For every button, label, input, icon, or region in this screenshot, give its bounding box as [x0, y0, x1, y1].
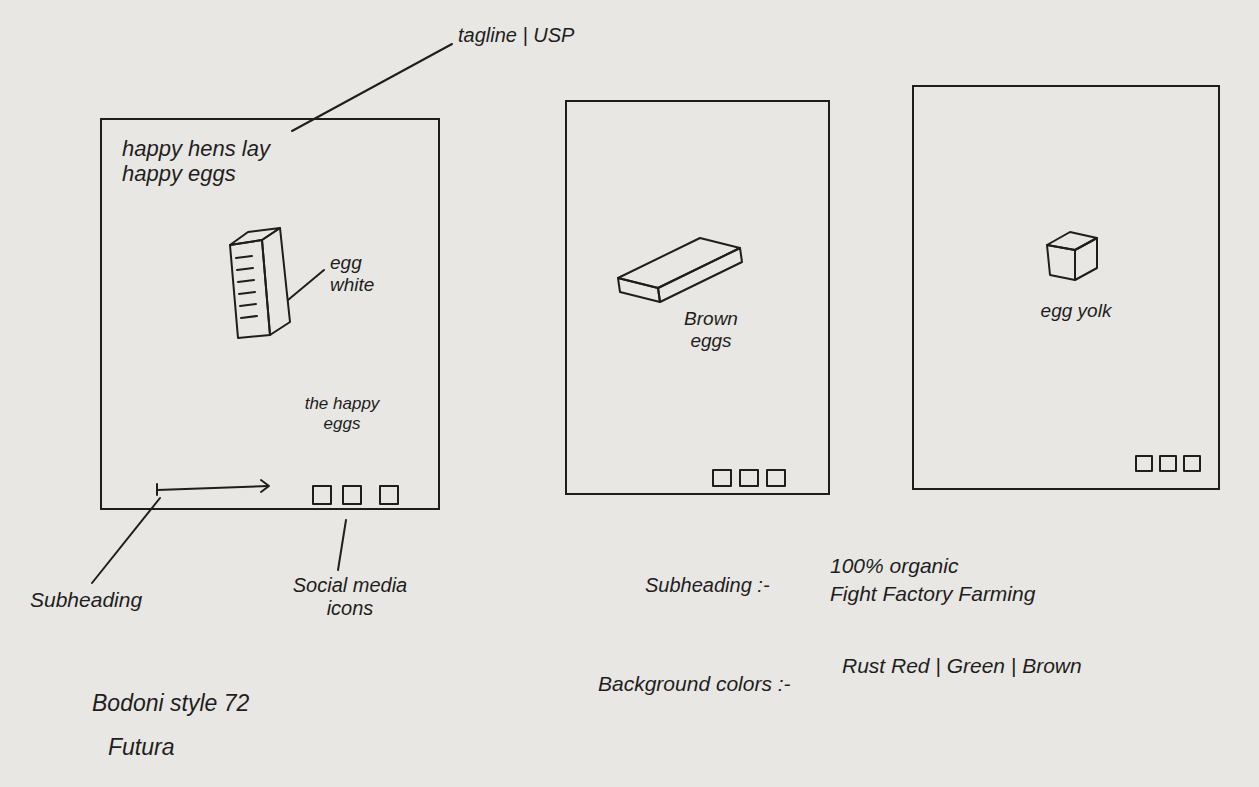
social-icon: [343, 486, 361, 504]
poster-frame: happy hens lay happy eggs egg white the ha…: [100, 118, 440, 510]
poster-text: happy hens lay happy eggs: [122, 136, 297, 187]
social-icon: [767, 470, 785, 486]
box-sketch: [262, 228, 290, 335]
box-sketch: [618, 278, 660, 302]
box-sketch: [230, 228, 280, 245]
annotation-label: Background colors :-: [598, 672, 838, 696]
poster-text: egg white: [330, 252, 400, 296]
annotation-label: Bodoni style 72: [92, 690, 312, 716]
annotation-label: Subheading: [30, 588, 170, 612]
poster-text: the happy eggs: [300, 394, 384, 433]
subheading-arrow: [157, 486, 268, 490]
leader-line: [338, 520, 346, 570]
poster-text: egg yolk: [1026, 300, 1126, 322]
social-icon: [380, 486, 398, 504]
box-sketch: [658, 248, 742, 302]
box-sketch: [1075, 238, 1097, 280]
social-icon: [1136, 456, 1152, 471]
social-icon: [713, 470, 731, 486]
box-sketch: [618, 238, 740, 288]
annotation-label: Futura: [108, 734, 228, 760]
social-icon: [740, 470, 758, 486]
annotation-label: Subheading :-: [645, 574, 805, 597]
hatch-lines: [236, 256, 257, 318]
leader-line: [288, 270, 324, 300]
leader-line: [92, 498, 160, 583]
social-icon: [1184, 456, 1200, 471]
annotation-label: Social media icons: [285, 574, 415, 620]
arrow-head: [261, 480, 269, 492]
annotation-label: Rust Red | Green | Brown: [842, 654, 1172, 678]
annotation-label: Fight Factory Farming: [830, 582, 1090, 606]
annotation-label: 100% organic: [830, 554, 1030, 578]
annotation-label: tagline | USP: [458, 24, 628, 47]
social-icon: [313, 486, 331, 504]
social-icon: [1160, 456, 1176, 471]
poster-frame: egg yolk: [912, 85, 1220, 490]
arrow-tick: [156, 484, 158, 495]
poster-text: Brown eggs: [671, 308, 751, 352]
poster-frame: Brown eggs: [565, 100, 830, 495]
